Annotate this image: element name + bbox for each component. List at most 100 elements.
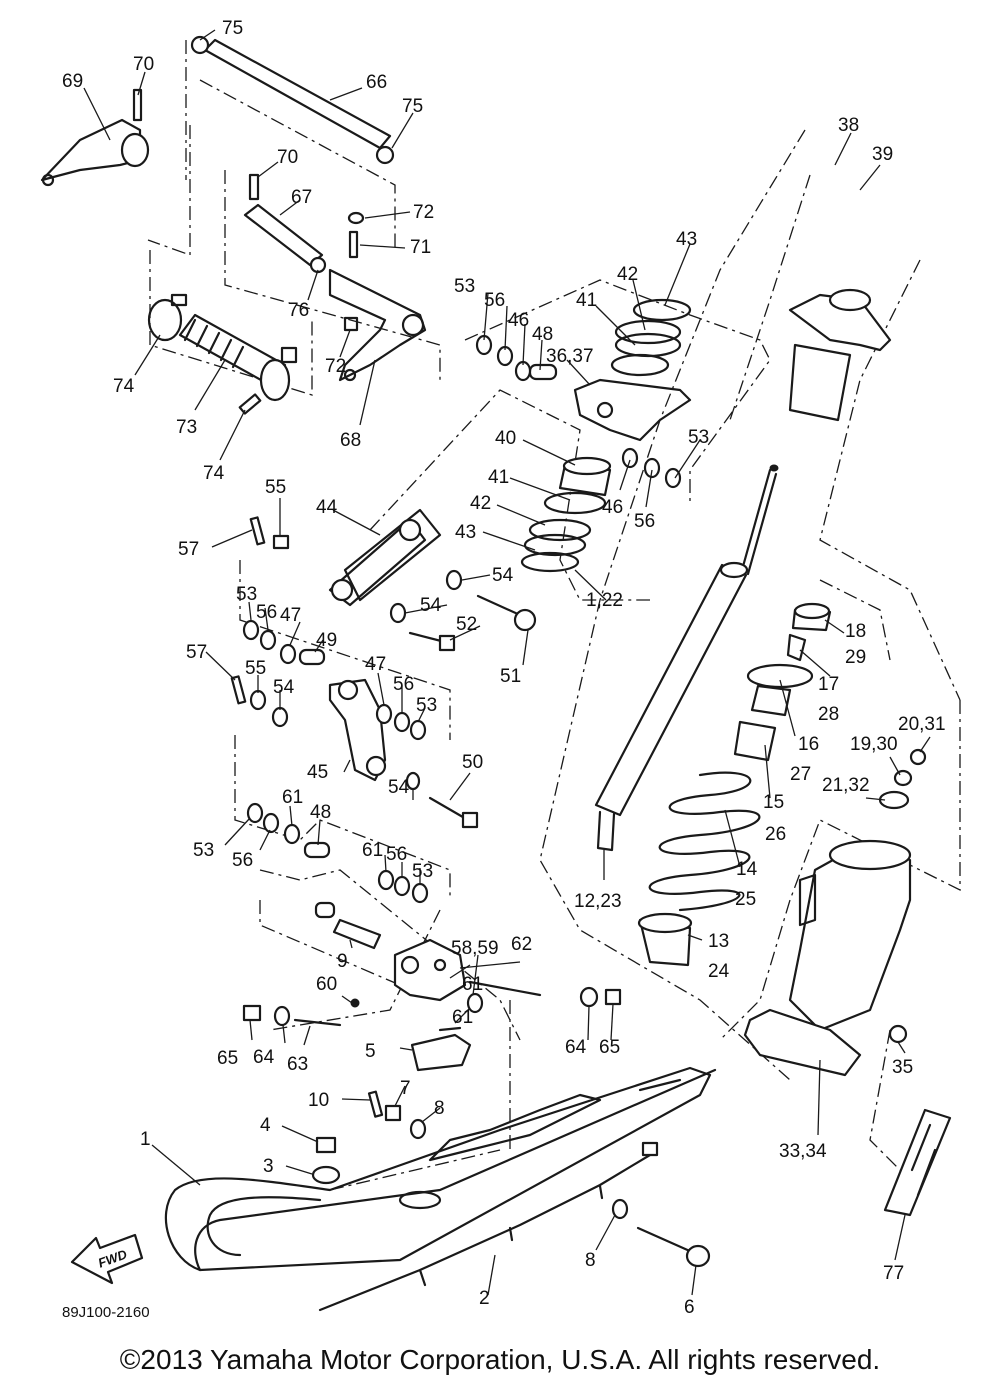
callout: 24 bbox=[708, 961, 730, 982]
boot-73 bbox=[178, 313, 298, 402]
callout: 4 bbox=[260, 1115, 271, 1136]
lower-shock-body-33-34 bbox=[743, 748, 927, 1077]
fasteners-3-4-7-8-10 bbox=[311, 1090, 629, 1220]
callout: 44 bbox=[316, 497, 338, 518]
callout: 2 bbox=[479, 1288, 490, 1309]
callout: 42 bbox=[470, 493, 491, 514]
callout: 45 bbox=[307, 762, 328, 783]
steering-arm-69 bbox=[40, 118, 150, 187]
callout: 52 bbox=[456, 614, 477, 635]
callout: 69 bbox=[62, 71, 83, 92]
callout: 61 bbox=[282, 787, 303, 808]
callout: 13 bbox=[708, 931, 729, 952]
callout: 70 bbox=[133, 54, 154, 75]
callout: 62 bbox=[511, 934, 532, 955]
bolt-52 bbox=[408, 631, 456, 652]
callout: 10 bbox=[308, 1090, 329, 1111]
callout: 33,34 bbox=[779, 1141, 827, 1162]
strut-tube-12-23 bbox=[594, 464, 779, 852]
nut-72-lower bbox=[343, 316, 359, 332]
callout: 68 bbox=[340, 430, 361, 451]
callout: 53 bbox=[412, 861, 433, 882]
ski-1 bbox=[164, 1066, 717, 1272]
callout: 17 bbox=[818, 674, 839, 695]
callout: 77 bbox=[883, 1263, 904, 1284]
callout: 56 bbox=[386, 844, 407, 865]
callout: 53 bbox=[416, 695, 437, 716]
drawing-code: 89J100-2160 bbox=[62, 1304, 150, 1321]
callout: 58,59 bbox=[451, 938, 499, 959]
leader-lines bbox=[83, 29, 931, 1296]
callout: 42 bbox=[617, 264, 638, 285]
callout: 43 bbox=[676, 229, 697, 250]
callout: 61 bbox=[452, 1007, 473, 1028]
callout: 5 bbox=[365, 1041, 376, 1062]
callout: 48 bbox=[310, 802, 331, 823]
seals-bearings-40-43-upper bbox=[610, 298, 692, 377]
callout: 6 bbox=[684, 1297, 695, 1318]
callout: 19,30 bbox=[850, 734, 898, 755]
callout: 25 bbox=[735, 889, 756, 910]
callout: 8 bbox=[434, 1098, 445, 1119]
callout: 65 bbox=[599, 1037, 620, 1058]
shaft-67 bbox=[243, 173, 327, 274]
callout: 55 bbox=[245, 658, 266, 679]
bolt-51 bbox=[476, 594, 537, 632]
callout: 53 bbox=[236, 584, 257, 605]
pin-71 bbox=[348, 230, 359, 259]
callout: 1,22 bbox=[586, 590, 623, 611]
callout: 18 bbox=[845, 621, 866, 642]
callout: 1 bbox=[140, 1129, 151, 1150]
callout: 55 bbox=[265, 477, 286, 498]
clamp-74 bbox=[147, 293, 262, 415]
callout: 72 bbox=[325, 356, 346, 377]
callout: 74 bbox=[113, 376, 135, 397]
callout: 47 bbox=[280, 605, 301, 626]
arm-45 bbox=[328, 678, 387, 782]
callout: 12,23 bbox=[574, 891, 622, 912]
bushing-washers-row1 bbox=[242, 619, 326, 666]
callout: 26 bbox=[765, 824, 786, 845]
callout: 53 bbox=[193, 840, 214, 861]
callout: 49 bbox=[316, 630, 337, 651]
callout: 46 bbox=[508, 310, 529, 331]
callout: 76 bbox=[288, 300, 309, 321]
collar-61-and-shaft-9 bbox=[314, 901, 382, 950]
callout: 8 bbox=[585, 1250, 596, 1271]
callout: 21,32 bbox=[822, 775, 870, 796]
callout: 46 bbox=[602, 497, 623, 518]
callout: 70 bbox=[277, 147, 298, 168]
callout: 40 bbox=[495, 428, 516, 449]
callout: 56 bbox=[393, 674, 414, 695]
washer-72 bbox=[347, 211, 365, 225]
callout: 61 bbox=[362, 840, 383, 861]
callout: 75 bbox=[402, 96, 423, 117]
callout: 36,37 bbox=[546, 346, 594, 367]
callout: 15 bbox=[763, 792, 784, 813]
callout: 56 bbox=[634, 511, 655, 532]
callout: 72 bbox=[413, 202, 434, 223]
bushing-washers-row2 bbox=[249, 689, 427, 741]
shock-housing-upper bbox=[788, 288, 892, 422]
callout: 71 bbox=[410, 237, 431, 258]
bolts-62-63 bbox=[242, 980, 622, 1027]
spindle-bracket-58-59 bbox=[393, 938, 467, 1002]
callout: 57 bbox=[186, 642, 207, 663]
exploded-parts-diagram: FWD bbox=[40, 18, 961, 1321]
callout: 54 bbox=[492, 565, 514, 586]
callout: 73 bbox=[176, 417, 197, 438]
callout: 35 bbox=[892, 1057, 913, 1078]
callout: 50 bbox=[462, 752, 483, 773]
seals-bearings-40-43-lower bbox=[520, 456, 612, 573]
callout: 14 bbox=[736, 859, 758, 880]
callout: 66 bbox=[366, 72, 387, 93]
callout: 43 bbox=[455, 522, 476, 543]
callout: 64 bbox=[565, 1037, 587, 1058]
copyright-notice: ©2013 Yamaha Motor Corporation, U.S.A. A… bbox=[119, 1344, 881, 1375]
callout: 56 bbox=[232, 850, 253, 871]
bolt-6 bbox=[636, 1226, 711, 1268]
callout: 61 bbox=[462, 974, 483, 995]
callout: 54 bbox=[388, 777, 410, 798]
callout: 57 bbox=[178, 539, 199, 560]
